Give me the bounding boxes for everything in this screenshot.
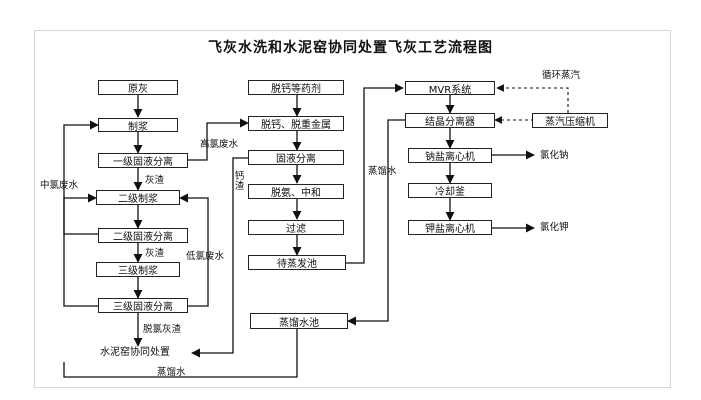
box-separation-mid: 固液分离: [248, 150, 344, 165]
box-sodium-centrifuge: 钠盐离心机: [408, 148, 492, 163]
label-circulating-steam: 循环蒸汽: [542, 70, 581, 81]
label-ash-residue-2: 灰渣: [145, 248, 165, 259]
label-ash-residue-1: 灰渣: [145, 175, 165, 186]
main-arrows: [63, 83, 535, 378]
steam-loop: [494, 84, 569, 124]
box-potassium-centrifuge: 钾盐离心机: [408, 220, 492, 235]
box-cement-kiln: 水泥窑协同处置: [100, 347, 170, 358]
box-slurry-3: 三级制浆: [96, 262, 180, 277]
box-separation-2: 二级固液分离: [98, 228, 188, 243]
box-evaporation-pool: 待蒸发池: [248, 255, 346, 270]
box-dechlorinate: 脱氨、中和: [248, 184, 344, 199]
box-mvr-system: MVR系统: [405, 81, 495, 96]
box-raw-ash: 原灰: [98, 80, 178, 95]
label-low-chloride-water: 低氯废水: [186, 251, 225, 262]
box-slurry-2: 二级制浆: [96, 190, 180, 205]
diagram-title: 飞灰水洗和水泥窑协同处置飞灰工艺流程图: [208, 40, 493, 56]
label-dechlorinated-residue: 脱氯灰渣: [143, 324, 182, 335]
box-vapor-compressor: 蒸汽压缩机: [532, 113, 608, 128]
box-reagent: 脱钙等药剂: [248, 80, 344, 95]
label-mid-chloride-water: 中氯废水: [40, 180, 79, 191]
box-separation-1: 一级固液分离: [98, 153, 188, 168]
label-sodium-chloride: 氯化钠: [540, 150, 569, 161]
label-high-chloride-water: 高氯废水: [200, 139, 239, 150]
box-crystallizer: 结晶分离器: [405, 113, 495, 128]
box-filter: 过滤: [248, 220, 344, 235]
box-distilled-pool: 蒸馏水池: [250, 313, 348, 329]
box-separation-3: 三级固液分离: [98, 298, 188, 313]
label-distilled-water-bottom: 蒸馏水: [157, 367, 186, 378]
box-decalcify: 脱钙、脱重金属: [248, 116, 344, 131]
label-calcium-residue: 钙渣: [234, 171, 245, 192]
box-slurry-1: 制浆: [98, 118, 178, 133]
label-potassium-chloride: 氯化钾: [540, 222, 569, 233]
label-distilled-water-vertical: 蒸馏水: [368, 166, 397, 177]
box-cooler: 冷却釜: [408, 183, 492, 198]
